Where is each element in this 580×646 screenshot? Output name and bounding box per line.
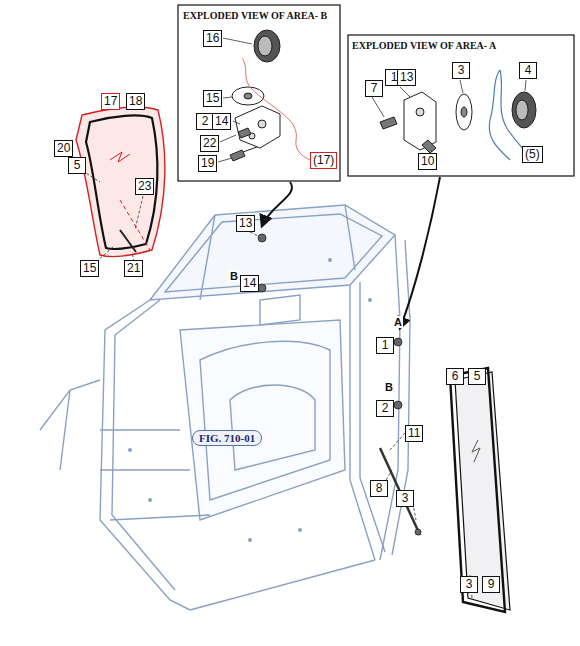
callout-number: 21 xyxy=(124,260,143,277)
area-b-parts xyxy=(230,30,280,161)
callout-number: 20 xyxy=(54,140,73,157)
callout-number: 3 xyxy=(396,490,414,507)
callout-number: 2 xyxy=(376,400,394,417)
callout-number: 1 xyxy=(376,337,394,354)
area-a-parts xyxy=(380,92,536,153)
view-title: EXPLODED VIEW OF AREA- A xyxy=(352,40,496,51)
callout-number: 4 xyxy=(519,62,537,79)
callout-number: 9 xyxy=(482,576,500,593)
callout-number: 6 xyxy=(446,368,464,385)
seal-profile xyxy=(489,70,524,160)
leader-lines xyxy=(78,168,472,598)
leader-lines xyxy=(372,80,526,152)
callout-number: 11 xyxy=(405,425,423,442)
figure-number: FIG. 710-01 xyxy=(192,430,262,446)
pointer-arrow xyxy=(400,177,440,328)
callout-number: (5) xyxy=(522,146,543,163)
callout-number: 15 xyxy=(80,260,99,277)
callout-number: 16 xyxy=(203,30,222,47)
exploded-frame xyxy=(348,35,574,176)
exploded-frame xyxy=(178,5,340,181)
glass-edge xyxy=(242,58,310,160)
area-letter: A xyxy=(393,316,403,328)
callout-number: 3 xyxy=(460,576,478,593)
callout-number: 15 xyxy=(203,90,222,107)
callout-number: (17) xyxy=(310,152,337,169)
frame-holes xyxy=(128,258,372,542)
door-glass xyxy=(76,107,165,256)
callout-number: 17 xyxy=(101,93,120,110)
view-title: EXPLODED VIEW OF AREA- B xyxy=(183,10,327,21)
pointer-arrow xyxy=(262,182,292,226)
callout-number: 10 xyxy=(418,153,437,170)
callout-number: 23 xyxy=(135,178,154,195)
callout-number: 13 xyxy=(397,69,416,86)
callout-number: 22 xyxy=(200,135,219,152)
callout-number: 18 xyxy=(126,93,145,110)
callout-number: 14 xyxy=(240,275,259,292)
leader-lines xyxy=(218,38,252,162)
callout-number: 7 xyxy=(365,80,383,97)
callout-number: 19 xyxy=(198,155,217,172)
area-letter: B xyxy=(229,270,239,282)
callout-number: 13 xyxy=(236,215,255,232)
cab-frame xyxy=(40,205,410,610)
callout-number: 3 xyxy=(452,62,470,79)
callout-number: 5 xyxy=(68,157,86,174)
callout-number: 5 xyxy=(468,368,486,385)
rear-glass xyxy=(450,368,510,612)
callout-number: 8 xyxy=(370,480,388,497)
hinge-details xyxy=(258,234,421,535)
area-letter: B xyxy=(384,381,394,393)
callout-number: 14 xyxy=(212,113,231,130)
